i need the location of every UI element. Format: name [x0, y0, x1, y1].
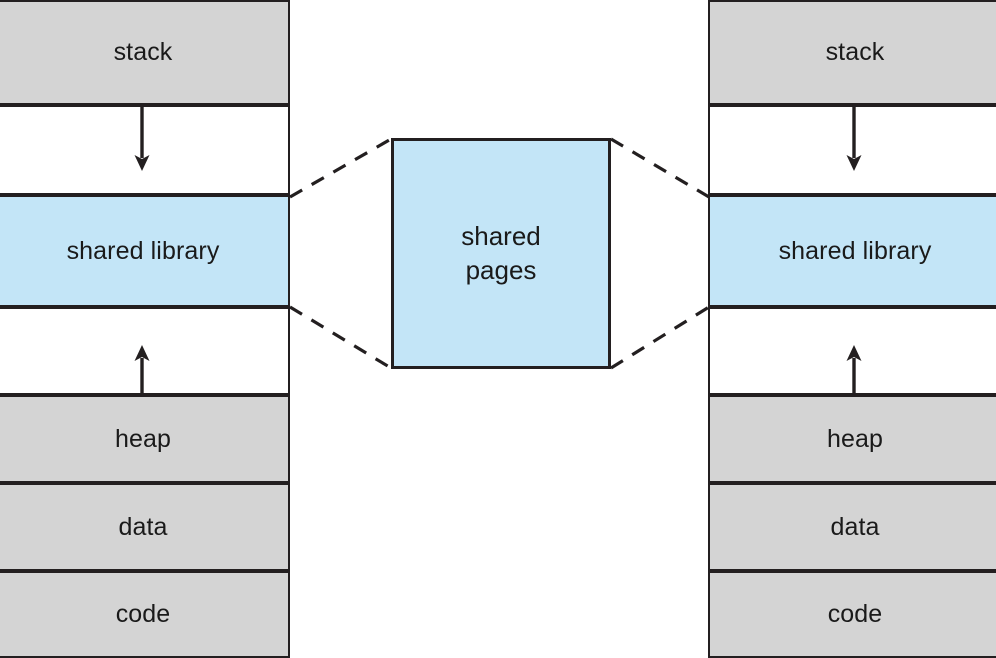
segment-data: data	[708, 483, 996, 571]
segment-heap-gap	[708, 307, 996, 395]
segment-heap: heap	[708, 395, 996, 483]
segment-label-shared-library: shared library	[66, 236, 220, 265]
segment-code: code	[708, 571, 996, 658]
segment-stack: stack	[0, 0, 290, 105]
segment-label-stack: stack	[113, 38, 173, 66]
segment-heap-gap	[0, 307, 290, 395]
connector-right-top	[610, 137, 710, 199]
segment-label-shared-library: shared library	[778, 236, 932, 265]
connector-right-bottom	[610, 305, 710, 370]
segment-shared-library: shared library	[708, 195, 996, 307]
segment-code: code	[0, 571, 290, 658]
segment-stack-gap	[708, 105, 996, 195]
segment-label-stack: stack	[825, 38, 885, 66]
segment-label-data: data	[118, 512, 168, 541]
segment-label-code: code	[115, 600, 171, 628]
segment-stack-gap	[0, 105, 290, 195]
segment-label-data: data	[830, 512, 880, 541]
connector-left-bottom	[289, 305, 392, 370]
segment-heap: heap	[0, 395, 290, 483]
connector-left-top	[289, 137, 392, 199]
segment-data: data	[0, 483, 290, 571]
segment-shared-library: shared library	[0, 195, 290, 307]
process-address-space-right: stack shared library heap data code	[708, 0, 996, 658]
shared-pages-label: shared pages	[461, 221, 541, 285]
segment-label-code: code	[827, 600, 883, 628]
process-address-space-left: stack shared library heap data code	[0, 0, 290, 658]
segment-label-heap: heap	[114, 424, 171, 453]
shared-pages-box: shared pages	[391, 138, 611, 369]
segment-stack: stack	[708, 0, 996, 105]
segment-label-heap: heap	[826, 424, 883, 453]
